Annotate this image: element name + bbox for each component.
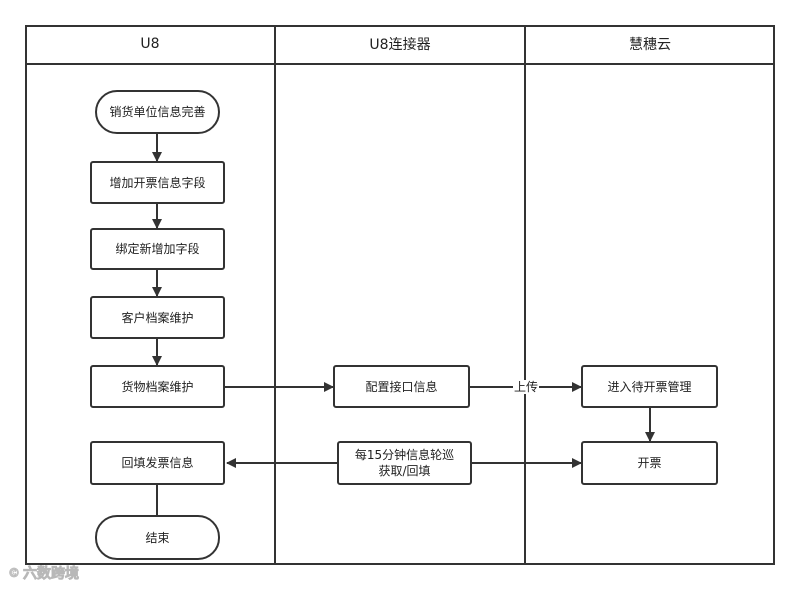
node-customer-archive: 客户档案维护 — [90, 296, 225, 339]
node-poll-line2: 获取/回填 — [378, 464, 431, 478]
lane-header-u8: U8 — [25, 25, 275, 65]
lane-divider-1 — [274, 25, 276, 565]
node-config-interface: 配置接口信息 — [333, 365, 470, 408]
watermark-text: 六数跨境 — [23, 566, 80, 583]
lane-header-huisuiyun: 慧穗云 — [525, 25, 775, 65]
node-poll-line1: 每15分钟信息轮巡 — [354, 448, 455, 462]
node-pending-invoice: 进入待开票管理 — [581, 365, 718, 408]
swimlane-frame — [25, 25, 775, 565]
node-goods-archive: 货物档案维护 — [90, 365, 225, 408]
lane-divider-2 — [524, 25, 526, 565]
node-backfill-invoice: 回填发票信息 — [90, 441, 225, 485]
node-sales-unit-info: 销货单位信息完善 — [95, 90, 220, 134]
watermark-logo-icon: © — [8, 566, 21, 581]
node-poll: 每15分钟信息轮巡 获取/回填 — [337, 441, 472, 485]
node-end: 结束 — [95, 515, 220, 560]
edge-label-upload: 上传 — [513, 380, 540, 394]
node-invoice: 开票 — [581, 441, 718, 485]
node-bind-new-field: 绑定新增加字段 — [90, 228, 225, 270]
node-add-invoice-field: 增加开票信息字段 — [90, 161, 225, 204]
watermark: © 六数跨境 — [8, 563, 80, 583]
lane-header-u8-connector: U8连接器 — [275, 25, 525, 65]
